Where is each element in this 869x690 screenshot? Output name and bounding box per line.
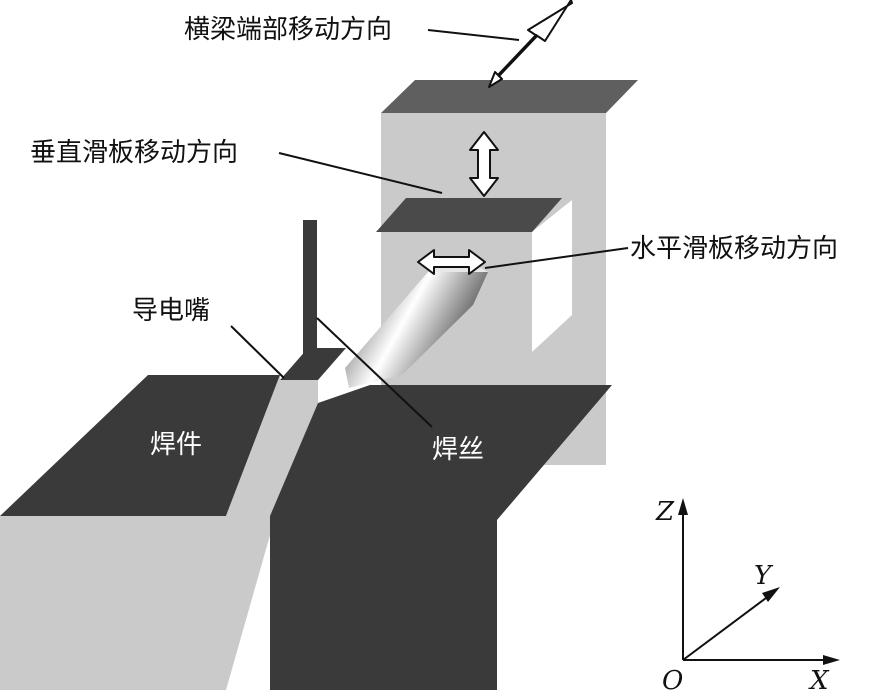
coordinate-axes: Z Y X O <box>655 497 840 690</box>
origin-label: O <box>662 666 683 690</box>
contact-tip-leader <box>230 325 285 379</box>
y-axis-arrowhead <box>762 587 780 602</box>
torch-arm-body <box>345 272 488 388</box>
x-axis-label: X <box>808 666 830 690</box>
left-workpiece <box>0 375 280 690</box>
beam-end-direction-arrow <box>488 0 573 88</box>
vertical-slide-leader <box>278 152 443 194</box>
column-top-face <box>381 80 638 113</box>
left-workpiece-top <box>0 375 280 516</box>
vertical-slide-direction-arrow <box>469 131 499 197</box>
vertical-slide-plate <box>376 198 562 232</box>
contact-tip-rod <box>303 220 317 358</box>
z-axis-label: Z <box>655 497 675 527</box>
contact-tip-label: 导电嘴 <box>132 296 210 326</box>
left-workpiece-front <box>0 516 226 690</box>
contact-tip-assembly <box>280 220 346 380</box>
right-workpiece <box>270 385 612 690</box>
horizontal-slide-direction-arrow <box>417 249 486 275</box>
horizontal-slide-direction-label: 水平滑板移动方向 <box>630 234 838 264</box>
y-axis-line <box>682 597 767 661</box>
beam-end-direction-label: 横梁端部移动方向 <box>184 15 392 45</box>
x-axis-arrowhead <box>823 655 840 665</box>
left-workpiece-groove-face <box>226 375 280 690</box>
welding-wire <box>316 317 433 428</box>
y-axis-label: Y <box>754 561 774 591</box>
welding-wire-label: 焊丝 <box>432 435 484 465</box>
z-axis-arrowhead <box>678 498 688 515</box>
column-window <box>532 200 572 352</box>
vertical-slide-direction-label: 垂直滑板移动方向 <box>30 138 238 168</box>
horizontal-slide-leader <box>484 247 629 269</box>
beam-end-leader <box>427 29 520 41</box>
contact-tip-foot <box>280 348 346 380</box>
right-workpiece-body <box>270 385 612 690</box>
workpiece-label: 焊件 <box>150 430 202 460</box>
